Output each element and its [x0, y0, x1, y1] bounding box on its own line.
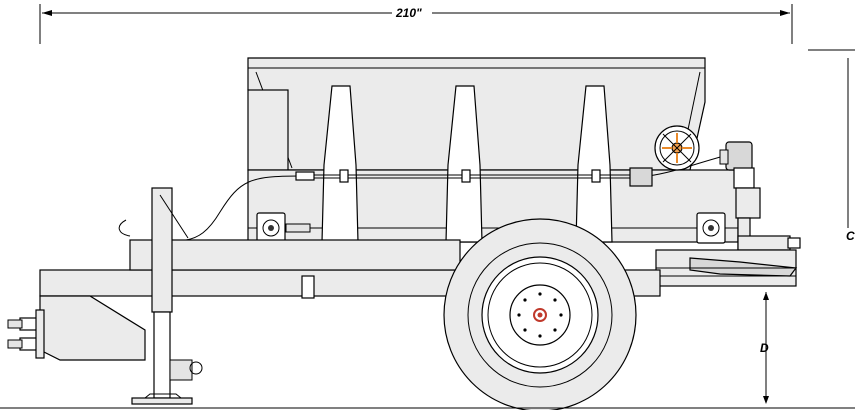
height-label: C [846, 229, 855, 243]
wheel-assembly [443, 218, 637, 410]
hitch-coupler [7, 309, 45, 359]
height-dimension: C [808, 49, 855, 243]
control-wheel [654, 125, 700, 171]
spinner-assembly [655, 235, 801, 287]
lug-nuts [517, 292, 563, 338]
overall-length-dimension: 210" [39, 4, 793, 44]
front-bearing [256, 212, 311, 244]
ground-clearance-label: D [760, 341, 769, 355]
rear-bearing [696, 212, 726, 244]
hydraulic-valve [629, 167, 653, 187]
tongue-jack [131, 187, 203, 405]
ground-clearance-dimension: D [760, 292, 769, 404]
overall-length-label: 210" [395, 6, 422, 20]
hydraulic-line [185, 154, 729, 241]
front-hose [118, 219, 131, 237]
hydraulic-motor [719, 141, 761, 251]
hopper-stiffeners [321, 85, 613, 243]
